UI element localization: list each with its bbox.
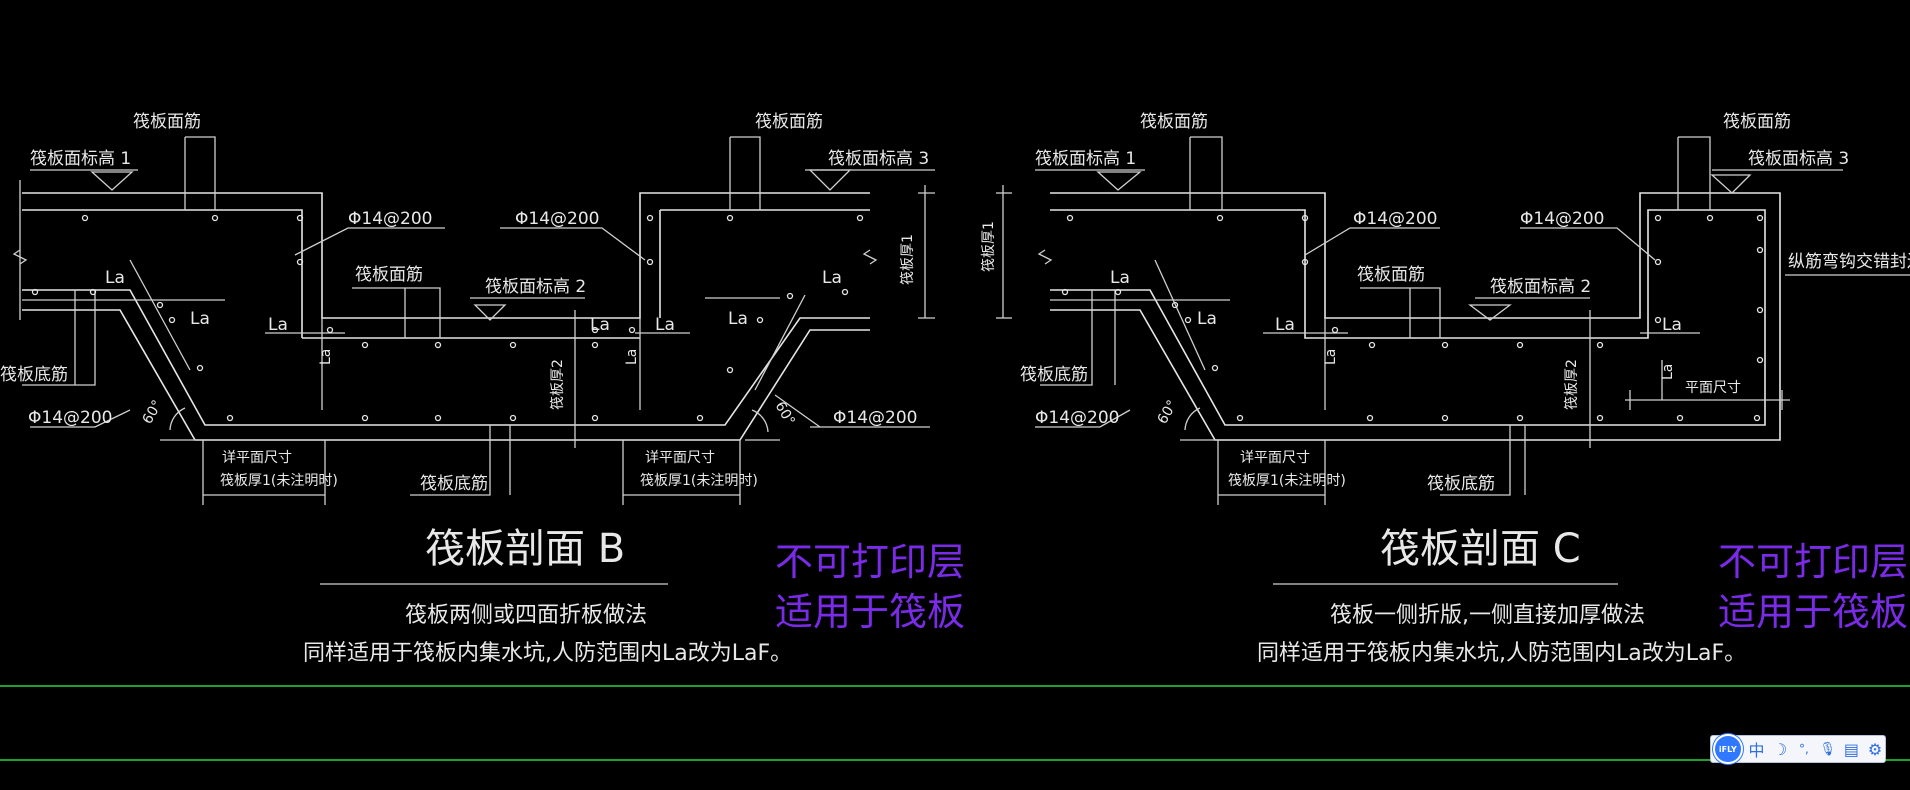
- b-la3: La: [268, 315, 288, 335]
- b-noprint2: 适用于筏板: [775, 590, 965, 634]
- c-la-vertical-2: La: [1660, 364, 1676, 380]
- b-thick-mid: 筏板厚2: [549, 359, 566, 410]
- b-thick-right: 筏板厚1: [899, 234, 916, 285]
- c-rebar-top-mid: 筏板面筋: [1357, 265, 1425, 285]
- c-bottom-left: 筏板底筋: [1020, 365, 1088, 385]
- b-angle-right: 60°: [772, 399, 798, 429]
- b-la5: La: [728, 309, 748, 329]
- c-rebar-top-right: 筏板面筋: [1723, 112, 1791, 132]
- b-title: 筏板剖面 B: [425, 526, 625, 572]
- b-elev2: 筏板面标高 2: [485, 277, 586, 297]
- moon-icon[interactable]: ☽: [1773, 739, 1788, 759]
- b-la-vertical-1: La: [318, 349, 334, 365]
- c-la1: La: [1110, 268, 1130, 288]
- b-plan-size-b2: 筏板厚1(未注明时): [640, 472, 758, 489]
- c-la-vertical-1: La: [1323, 349, 1339, 365]
- b-note1: 筏板两侧或四面折板做法: [405, 603, 647, 628]
- chinese-mode-button[interactable]: 中: [1748, 741, 1765, 760]
- b-elev1: 筏板面标高 1: [30, 149, 131, 169]
- c-phi-mid: Φ14@200: [1520, 209, 1604, 229]
- c-la3: La: [1275, 315, 1295, 335]
- b-rebar-top-mid: 筏板面筋: [355, 265, 423, 285]
- b-noprint1: 不可打印层: [775, 540, 965, 584]
- c-lap-note: 纵筋弯钩交错封边: [1788, 252, 1910, 272]
- gear-icon[interactable]: ⚙: [1867, 739, 1883, 759]
- c-note2: 同样适用于筏板内集水坑,人防范围内La改为LaF。: [1257, 641, 1746, 666]
- b-elev3: 筏板面标高 3: [828, 149, 929, 169]
- c-phi-bottom-left: Φ14@200: [1035, 408, 1119, 428]
- b-angle-left: 60°: [140, 397, 166, 427]
- c-la4: La: [1662, 315, 1682, 335]
- ifly-logo[interactable]: iFLY: [1713, 734, 1743, 764]
- diagram-b: 筏板面筋 筏板面标高 1 筏板面筋 筏板面标高 3 Φ14@200 Φ14@20…: [0, 112, 965, 666]
- mic-icon[interactable]: 🎙: [1819, 741, 1836, 757]
- diagram-c: 筏板面筋 筏板面标高 1 筏板面筋 筏板面标高 3 筏板厚1 Φ14@200 Φ…: [980, 112, 1910, 666]
- rebar-dots-b: [31, 214, 864, 422]
- b-bottom-left: 筏板底筋: [0, 365, 68, 385]
- b-plan-size-a1: 详平面尺寸: [222, 450, 292, 466]
- b-phi-bottom-left: Φ14@200: [28, 408, 112, 428]
- c-title: 筏板剖面 C: [1380, 526, 1581, 572]
- c-plan-size: 平面尺寸: [1685, 380, 1741, 396]
- b-phi-left: Φ14@200: [348, 209, 432, 229]
- b-la7: La: [590, 315, 610, 335]
- b-plan-size-b1: 详平面尺寸: [645, 450, 715, 466]
- c-noprint1: 不可打印层: [1718, 540, 1908, 584]
- b-la1: La: [105, 268, 125, 288]
- c-noprint2: 适用于筏板: [1718, 590, 1908, 634]
- c-plan-size-a1: 详平面尺寸: [1240, 450, 1310, 466]
- b-note2: 同样适用于筏板内集水坑,人防范围内La改为LaF。: [303, 641, 792, 666]
- c-note1: 筏板一侧折版,一侧直接加厚做法: [1330, 603, 1645, 628]
- c-elev1: 筏板面标高 1: [1035, 149, 1136, 169]
- ime-toolbar[interactable]: iFLY 中 ☽ °, 🎙 ▤ ⚙: [1710, 734, 1886, 764]
- c-bottom-mid: 筏板底筋: [1427, 474, 1495, 494]
- b-la2: La: [190, 309, 210, 329]
- c-rebar-top-left: 筏板面筋: [1140, 112, 1208, 132]
- b-la-vertical-2: La: [624, 349, 640, 365]
- c-la2: La: [1197, 309, 1217, 329]
- c-plan-size-a2: 筏板厚1(未注明时): [1228, 472, 1346, 489]
- b-rebar-top-left: 筏板面筋: [133, 112, 201, 132]
- b-rebar-top-right: 筏板面筋: [755, 112, 823, 132]
- punct-icon[interactable]: °,: [1799, 742, 1809, 756]
- c-elev3: 筏板面标高 3: [1748, 149, 1849, 169]
- b-plan-size-a2: 筏板厚1(未注明时): [220, 472, 338, 489]
- c-phi-left: Φ14@200: [1353, 209, 1437, 229]
- c-elev2: 筏板面标高 2: [1490, 277, 1591, 297]
- b-phi-mid: Φ14@200: [515, 209, 599, 229]
- b-la6: La: [822, 268, 842, 288]
- keyboard-icon[interactable]: ▤: [1843, 739, 1859, 759]
- c-thick-left: 筏板厚1: [980, 221, 997, 272]
- b-bottom-mid: 筏板底筋: [420, 474, 488, 494]
- c-angle-left: 60°: [1155, 397, 1181, 427]
- b-la4: La: [655, 315, 675, 335]
- c-thick-mid: 筏板厚2: [1563, 359, 1580, 410]
- rebar-dots-c: [1061, 214, 1764, 422]
- b-phi-bottom-right: Φ14@200: [833, 408, 917, 428]
